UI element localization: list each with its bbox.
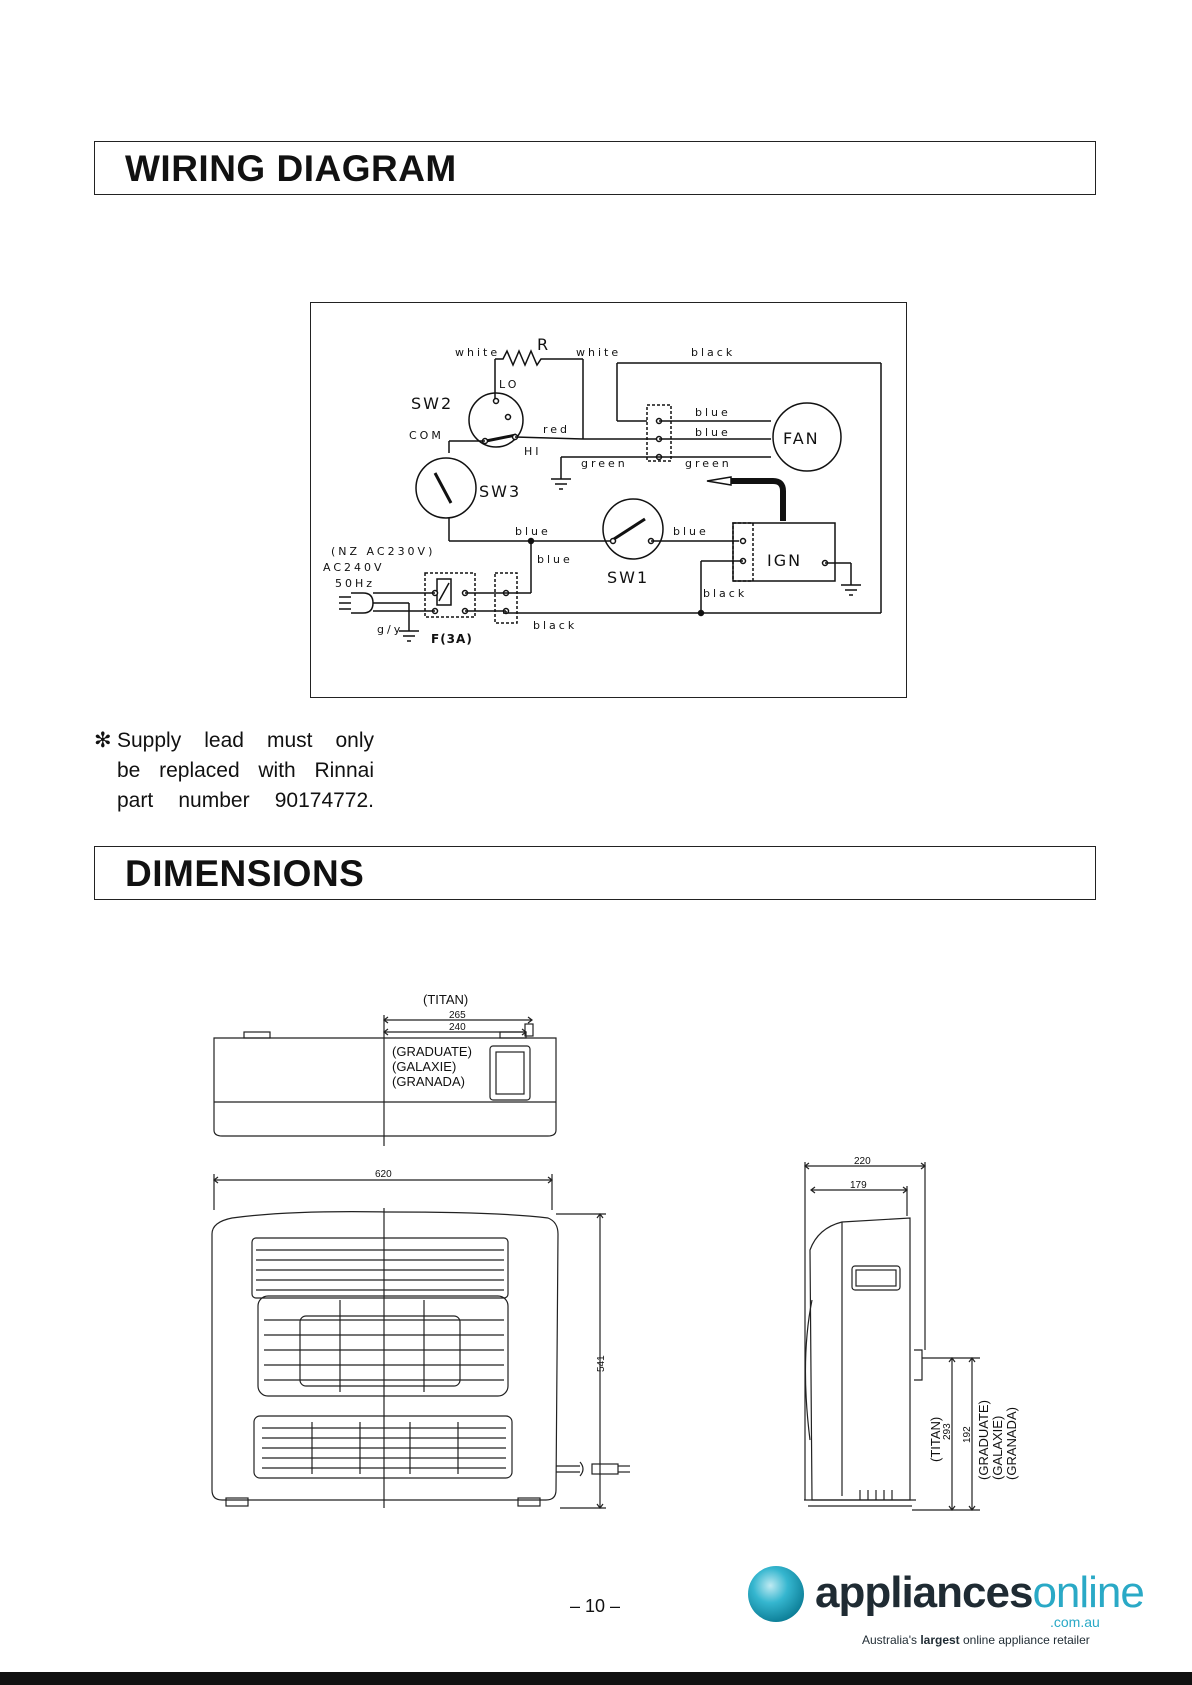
label-black-top: black — [691, 346, 735, 359]
logo-wordmark: appliancesonline — [815, 1568, 1145, 1617]
supply-lead-note: ✻ Supply lead must only be replaced with… — [94, 726, 374, 816]
label-white-left: white — [455, 346, 500, 359]
front-view — [211, 1174, 630, 1509]
label-white-right: white — [576, 346, 621, 359]
label-ac240v: AC240V — [323, 561, 385, 574]
label-50hz: 50Hz — [335, 577, 375, 590]
dim-265: 265 — [449, 1010, 466, 1021]
top-graduate-label: (GRADUATE) — [392, 1044, 472, 1059]
label-sw3: SW3 — [479, 482, 521, 501]
side-galaxie-label: (GALAXIE) — [990, 1416, 1005, 1480]
label-green-left: green — [581, 457, 628, 470]
label-com: COM — [409, 429, 444, 442]
logo-tagline: Australia's largest online appliance ret… — [862, 1633, 1090, 1647]
label-black-bottom: black — [533, 619, 577, 632]
dim-179: 179 — [850, 1180, 867, 1191]
label-hi: HI — [524, 445, 542, 458]
label-blue-mid-2: blue — [537, 553, 573, 566]
dimensions-title: DIMENSIONS — [125, 853, 365, 894]
asterisk-icon: ✻ — [94, 729, 112, 752]
label-nz-ac230v: (NZ AC230V) — [331, 545, 435, 558]
fan-symbol — [772, 402, 842, 472]
label-blue-sw1: blue — [673, 525, 709, 538]
sw3-symbol — [415, 457, 477, 519]
label-red: red — [543, 423, 570, 436]
label-blue-top-1: blue — [695, 406, 731, 419]
dim-192: 192 — [962, 1426, 973, 1443]
note-line-1: Supply lead must only — [117, 729, 374, 752]
label-ign: IGN — [767, 551, 802, 570]
dim-240: 240 — [449, 1022, 466, 1033]
top-granada-label: (GRANADA) — [392, 1074, 465, 1089]
dim-293: 293 — [942, 1423, 953, 1440]
wiring-diagram-header: WIRING DIAGRAM — [94, 141, 1096, 195]
logo-domain: .com.au — [1050, 1614, 1100, 1630]
page-number: – 10 – — [569, 1596, 621, 1616]
top-galaxie-label: (GALAXIE) — [392, 1059, 456, 1074]
side-titan-label: (TITAN) — [928, 1417, 943, 1462]
dimensions-drawing: (TITAN) 265 240 (GRADUATE) (GALAXIE) (GR… — [211, 992, 1019, 1511]
top-titan-label: (TITAN) — [423, 992, 468, 1007]
label-sw2: SW2 — [411, 394, 453, 413]
label-lo: LO — [499, 378, 519, 391]
dim-220: 220 — [854, 1156, 871, 1167]
note-line-2: be replaced with Rinnai — [117, 759, 374, 782]
label-black-ign: black — [703, 587, 747, 600]
side-granada-label: (GRANADA) — [1004, 1407, 1019, 1480]
resistor-r — [495, 349, 583, 367]
dimensions-header: DIMENSIONS — [94, 846, 1096, 900]
bottom-rule — [0, 1672, 1192, 1685]
sw1-symbol — [602, 498, 664, 560]
label-resistor-r: R — [537, 335, 550, 354]
sw2-symbol — [468, 392, 524, 448]
wiring-diagram-title: WIRING DIAGRAM — [125, 148, 457, 189]
label-fan: FAN — [783, 429, 820, 448]
note-line-3: part number 90174772. — [117, 789, 374, 812]
fuse-holder — [424, 572, 476, 618]
side-view — [804, 1162, 980, 1511]
side-graduate-label: (GRADUATE) — [976, 1400, 991, 1480]
label-sw1: SW1 — [607, 568, 649, 587]
wiring-diagram-drawing: white R white black LO SW2 COM HI red gr… — [323, 335, 882, 646]
dim-620: 620 — [375, 1169, 392, 1180]
dim-541: 541 — [596, 1355, 607, 1372]
label-green-right: green — [685, 457, 732, 470]
wiring-diagram: white R white black LO SW2 COM HI red gr… — [310, 302, 907, 698]
label-gy: g/y — [377, 623, 403, 636]
top-view — [213, 1015, 557, 1146]
logo-globe-icon — [748, 1566, 804, 1622]
label-blue-top-2: blue — [695, 426, 731, 439]
appliancesonline-logo: appliancesonline .com.au Australia's lar… — [745, 1562, 1145, 1652]
label-blue-mid-1: blue — [515, 525, 551, 538]
label-fuse: F(3A) — [431, 632, 473, 646]
